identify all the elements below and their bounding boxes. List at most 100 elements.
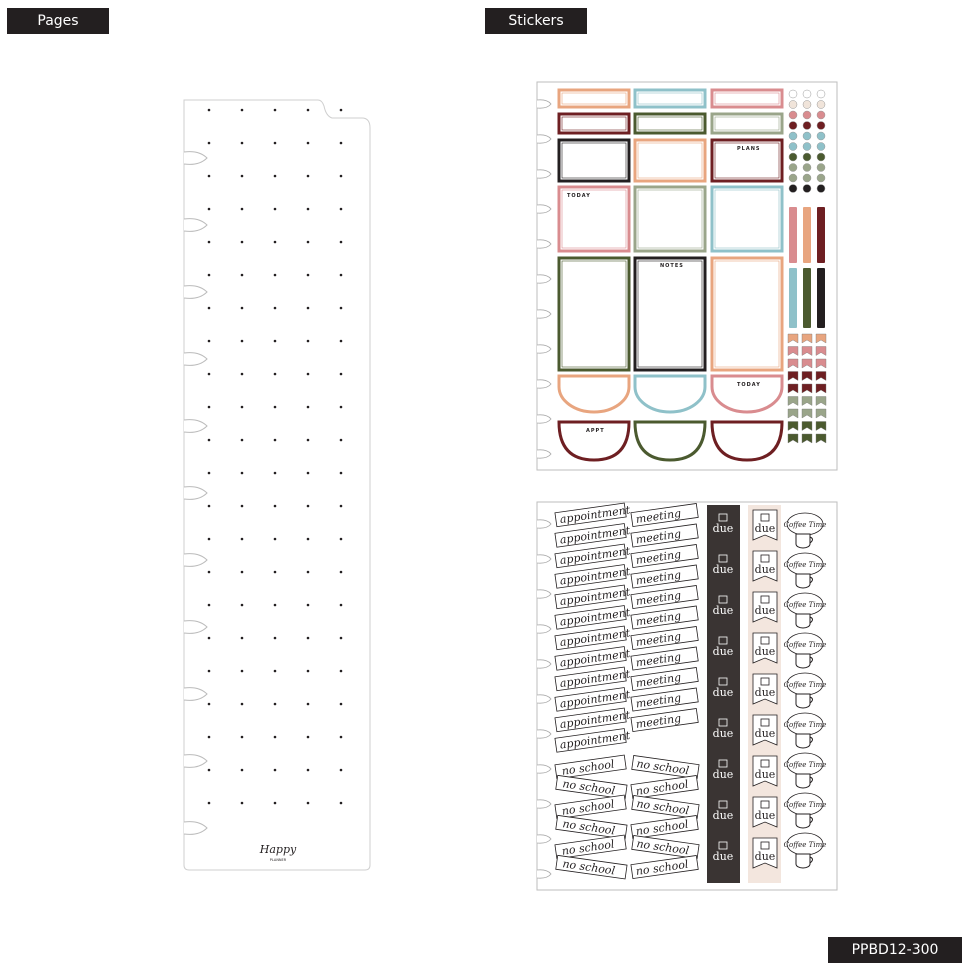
grid-dot <box>273 372 277 376</box>
dot-sticker <box>816 173 826 183</box>
grid-dot <box>240 636 244 640</box>
grid-dot <box>240 108 244 112</box>
ring-notch <box>536 659 552 669</box>
ring-notch <box>536 554 552 564</box>
grid-dot <box>207 768 211 772</box>
meeting-sticker: meeting <box>630 544 699 569</box>
meeting-sticker: meeting <box>630 687 699 712</box>
grid-dot <box>240 471 244 475</box>
square-box <box>557 185 631 253</box>
due-icon <box>760 841 770 850</box>
meeting-sticker: meeting <box>630 667 699 692</box>
due-text: due <box>755 850 776 863</box>
due-strip-dark <box>707 505 740 883</box>
grid-dot <box>273 570 277 574</box>
due-flag <box>752 591 778 623</box>
coffee-text: Coffee Time <box>784 521 827 529</box>
grid-dot <box>207 438 211 442</box>
meeting-sticker: meeting <box>630 605 699 630</box>
ring-notch <box>183 352 208 366</box>
due-icon <box>718 636 728 645</box>
grid-dot <box>306 174 310 178</box>
flag-sticker <box>787 358 799 369</box>
due-text: due <box>713 727 734 740</box>
grid-dot <box>240 768 244 772</box>
due-flag <box>752 755 778 787</box>
cup-handle <box>809 816 813 824</box>
no-school-frame <box>554 754 627 780</box>
coffee-text: Coffee Time <box>784 721 827 729</box>
label-box-inner <box>637 92 703 105</box>
grid-dot <box>207 504 211 508</box>
dot-sticker <box>802 89 812 99</box>
grid-dot <box>240 504 244 508</box>
due-text: due <box>755 768 776 781</box>
due-text: due <box>713 850 734 863</box>
plans-word: PLANS <box>737 146 761 152</box>
today-word: TODAY <box>567 193 591 199</box>
no-school-frame <box>630 855 699 880</box>
ring-notch <box>183 419 208 433</box>
appointment-frame <box>554 625 627 651</box>
flag-sticker <box>787 396 799 406</box>
grid-dot <box>339 636 343 640</box>
no-school-frame <box>554 794 627 820</box>
grid-dot <box>207 372 211 376</box>
grid-dot <box>306 240 310 244</box>
ring-notch <box>183 486 208 500</box>
ring-notch <box>536 169 552 179</box>
grid-dot <box>339 240 343 244</box>
sticker-sheet-2: appointmentappointmentappointmentappoint… <box>536 501 838 891</box>
grid-dot <box>339 504 343 508</box>
tall-box <box>633 256 707 372</box>
grid-dot <box>306 207 310 211</box>
cup-handle <box>809 656 813 664</box>
ring-notch <box>536 694 552 704</box>
label-box-inner <box>714 142 780 179</box>
grid-dot <box>240 801 244 805</box>
dot-sticker <box>816 121 826 130</box>
label-box <box>557 88 631 109</box>
cup-handle <box>809 616 813 624</box>
grid-dot <box>339 603 343 607</box>
due-text: due <box>713 604 734 617</box>
due-icon <box>760 677 770 686</box>
label-box <box>710 112 784 135</box>
appointment-frame <box>554 584 627 610</box>
grid-dot <box>273 504 277 508</box>
dot-sticker <box>802 142 812 151</box>
flag-sticker <box>787 371 799 381</box>
flag-sticker <box>801 396 813 406</box>
grid-dot <box>273 273 277 277</box>
meeting-stickers: meetingmeetingmeetingmeetingmeetingmeeti… <box>630 503 700 880</box>
flag-sticker <box>801 358 813 369</box>
dot-sticker <box>816 152 826 162</box>
grid-dot <box>240 669 244 673</box>
meeting-frame <box>630 626 699 651</box>
grid-dot <box>339 174 343 178</box>
grid-dot <box>207 240 211 244</box>
grid-dot <box>306 570 310 574</box>
appointment-frame <box>554 646 627 671</box>
sticker-sheet-1: TODAY PLANS NOTES TODAY APPT <box>536 81 838 471</box>
ring-notch <box>183 687 208 701</box>
due-text: due <box>755 727 776 740</box>
coffee-cup-icon <box>795 733 811 749</box>
flag-sticker <box>815 396 827 406</box>
ring-notch <box>536 134 552 144</box>
due-icon <box>760 554 770 563</box>
grid-dot <box>207 207 211 211</box>
dot-sticker <box>802 173 812 183</box>
due-flag <box>752 837 778 869</box>
ring-notch <box>183 754 208 768</box>
grid-dot <box>240 306 244 310</box>
ring-notch <box>536 834 552 844</box>
appointment-frame <box>554 502 627 528</box>
grid-dot <box>240 603 244 607</box>
meeting-frame <box>630 687 699 712</box>
label-box <box>557 112 631 135</box>
label-box-inner <box>714 92 780 105</box>
appointment-frame <box>554 564 627 589</box>
